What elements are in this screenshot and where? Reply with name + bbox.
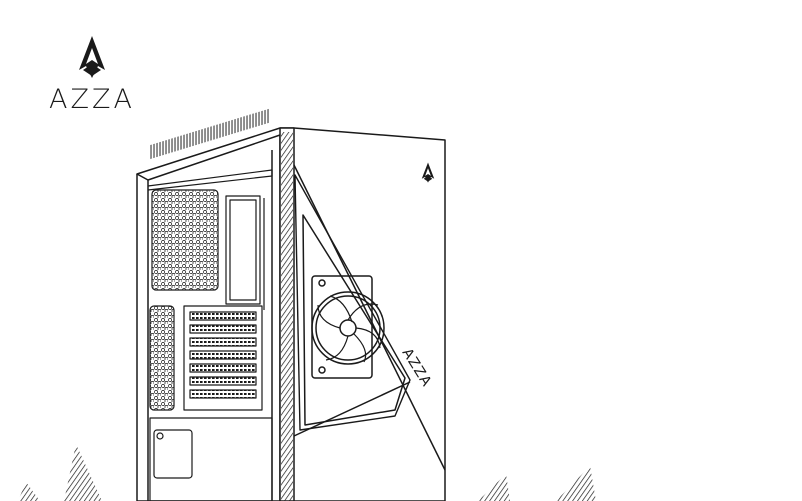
- mobo-tray-mesh: [151, 189, 219, 291]
- front-panel: [279, 127, 446, 501]
- case-front-logo-icon: [421, 162, 435, 183]
- decor-hatch-right: [478, 466, 596, 501]
- top-vent: [150, 108, 270, 160]
- pc-case: [136, 108, 446, 501]
- front-edge-mesh: [281, 132, 293, 501]
- brand-logo-text: AZZA: [49, 84, 135, 115]
- pci-slots: [183, 305, 263, 411]
- psu-shroud-mesh: [149, 305, 175, 411]
- azza-emblem-icon: [79, 36, 105, 78]
- case-interior: [147, 169, 273, 501]
- decor-hatch-left: [18, 444, 102, 501]
- front-fan: [311, 275, 385, 379]
